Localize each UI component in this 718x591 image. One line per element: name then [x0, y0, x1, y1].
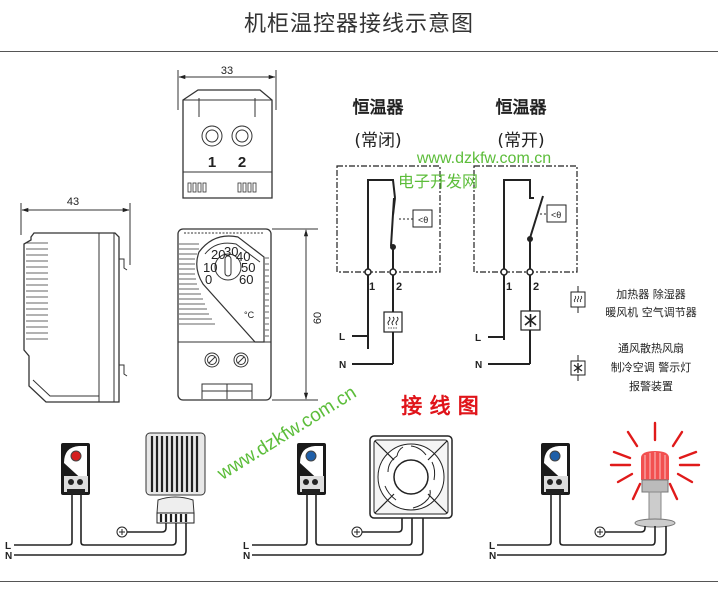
schematic-nc-temp-label: <θ: [418, 215, 428, 225]
side-view-drawing: [20, 203, 131, 403]
schematic-nc-title: 恒温器: [353, 97, 405, 118]
heater-icon: [570, 286, 586, 313]
schematic-no-line-n: N: [475, 360, 482, 371]
schematic-no-terminal-1: 1: [506, 281, 512, 293]
schematic-no-subtitle: (常开): [497, 131, 544, 151]
front-view-drawing: [177, 228, 318, 401]
schematic-nc-terminal-1: 1: [369, 281, 375, 293]
wiring-fan-line-n: N: [243, 551, 250, 562]
knob-blue: [305, 450, 317, 462]
wiring-example-fan: L N: [243, 435, 453, 562]
watermark-url: www.dzkfw.com.cn: [416, 150, 551, 167]
wiring-light-line-n: N: [489, 551, 496, 562]
schematic-no-drawing: [473, 165, 578, 365]
wiring-light-line-l: L: [489, 541, 495, 552]
dial-mark-40: 40: [236, 249, 250, 264]
temperature-dial-scale: 20 30 40 10 50 0 60: [203, 244, 255, 287]
dimension-height-front: 60: [312, 312, 324, 324]
dial-mark-0: 0: [205, 272, 212, 287]
terminal-label-1: 1: [208, 154, 216, 171]
schematic-no-title: 恒温器: [496, 97, 548, 118]
schematic-no-temp-label: <θ: [551, 210, 561, 220]
legend-heater-line-2: 暖风机 空气调节器: [605, 305, 697, 319]
legend-fan-line-3: 报警装置: [629, 379, 673, 393]
thermostat-device: [541, 443, 570, 495]
dial-mark-20: 20: [211, 247, 225, 262]
temperature-unit: °C: [244, 310, 255, 320]
legend-heater-line-1: 加热器 除湿器: [616, 287, 686, 301]
knob-red: [70, 450, 82, 462]
schematic-nc-terminal-2: 2: [396, 281, 402, 293]
wiring-fan-line-l: L: [243, 541, 249, 552]
top-view-drawing: [177, 70, 277, 199]
dial-mark-60: 60: [239, 272, 253, 287]
dimension-width-top: 33: [221, 65, 233, 77]
schematic-no-line-l: L: [475, 333, 481, 344]
thermostat-device: [297, 443, 326, 495]
legend-fan-line-2: 制冷空调 警示灯: [611, 360, 692, 374]
dial-mark-30: 30: [224, 244, 238, 259]
wiring-heater-line-l: L: [5, 541, 11, 552]
schematic-nc-line-l: L: [339, 332, 345, 343]
wiring-diagram-title: 接 线 图: [401, 394, 479, 418]
fan-device: [369, 435, 453, 519]
top-divider: [0, 51, 718, 52]
watermark-name: 电子开发网: [398, 173, 478, 191]
dial-mark-10: 10: [203, 260, 217, 275]
knob-blue: [549, 450, 561, 462]
heater-device: [145, 432, 206, 524]
terminal-label-2: 2: [238, 154, 246, 171]
watermark-diagonal: www.dzkfw.com.cn: [213, 382, 360, 485]
wiring-heater-line-n: N: [5, 551, 12, 562]
thermostat-device: [61, 443, 90, 495]
bottom-divider: [0, 581, 718, 582]
dimension-width-side: 43: [67, 196, 79, 208]
warning-light-device: [609, 421, 701, 528]
dial-mark-50: 50: [241, 260, 255, 275]
fan-icon: [570, 355, 586, 381]
schematic-nc-subtitle: (常闭): [354, 131, 401, 151]
page-title: 机柜温控器接线示意图: [243, 12, 474, 37]
legend-fan-line-1: 通风散热风扇: [618, 341, 684, 355]
schematic-no-terminal-2: 2: [533, 281, 539, 293]
wiring-example-warning-light: L N: [489, 421, 701, 562]
schematic-nc-line-n: N: [339, 360, 346, 371]
fan-symbol: [524, 314, 537, 327]
schematic-nc-drawing: [336, 165, 441, 365]
wiring-example-heater: L N: [5, 432, 206, 562]
